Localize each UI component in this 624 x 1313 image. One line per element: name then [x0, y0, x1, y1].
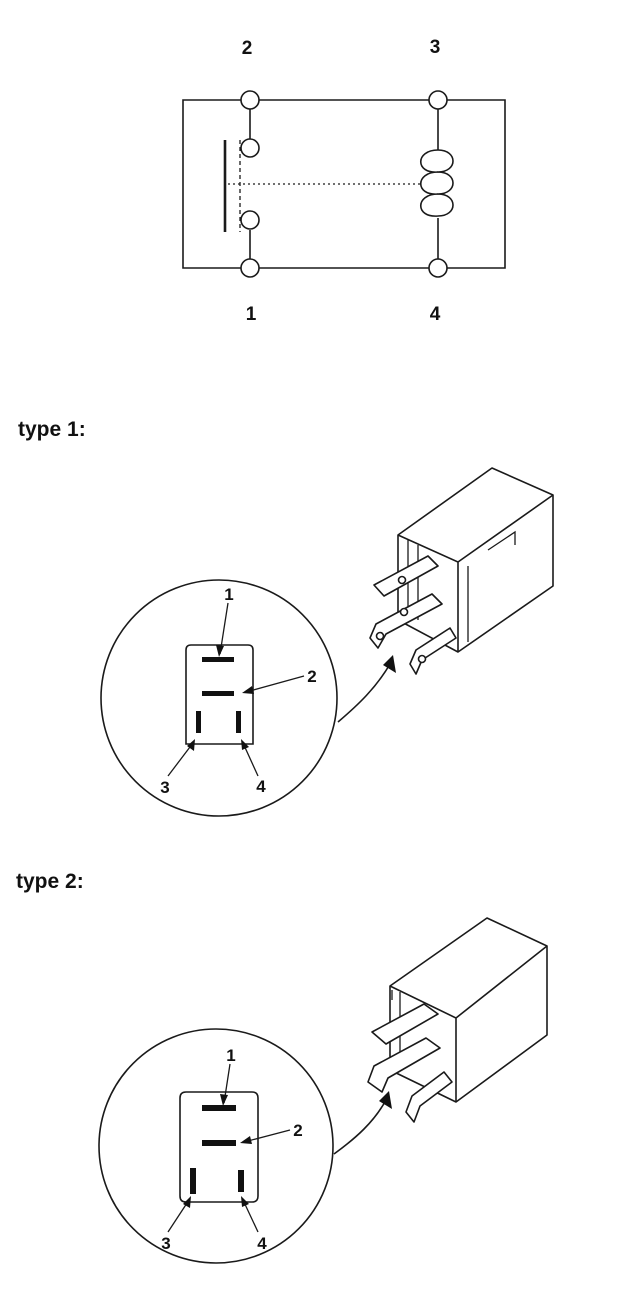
type1-pointer-arrow [337, 663, 391, 723]
switch-contact-bottom [240, 210, 260, 230]
type2-slot-1 [202, 1105, 236, 1111]
type2-magnifier-circle [98, 1028, 334, 1264]
type1-callout-arrow-3 [187, 739, 195, 751]
type2-callout-label-4: 4 [257, 1234, 267, 1253]
type2-callout-arrow-2 [240, 1136, 252, 1144]
type1-callout-arrow-4 [241, 739, 249, 750]
type2-label: type 2: [16, 870, 84, 893]
pin-label-2: 2 [242, 38, 253, 59]
type1-relay-blades [369, 555, 457, 675]
type2-relay-edges [389, 945, 548, 1102]
type1-blade-b-hole-2 [399, 607, 409, 617]
type1-callout-line-3 [167, 742, 194, 777]
pin-label-3: 3 [430, 37, 441, 58]
type2-callout-line-2 [243, 1129, 291, 1143]
type1-callout-line-2 [245, 675, 305, 693]
type2-blade-c [405, 1071, 453, 1123]
terminal-2 [240, 90, 260, 110]
type1-callout-label-4: 4 [256, 777, 266, 796]
type2-callout-arrow-1 [220, 1094, 228, 1106]
type2-slot-2 [202, 1140, 236, 1146]
coil-winding [420, 149, 454, 217]
type1-callout-label-1: 1 [224, 585, 233, 604]
type2-connector-outline [179, 1091, 259, 1203]
type2-pointer-arrow [333, 1099, 387, 1155]
type1-blade-c-hole [417, 654, 427, 664]
type1-pointer-arrowhead [383, 655, 396, 673]
type2-blade-b [367, 1037, 441, 1093]
type1-relay-edges [397, 494, 554, 652]
type1-blade-b [369, 593, 443, 649]
type1-callout-arrow-2 [242, 686, 254, 694]
type1-section: type 1: [18, 418, 554, 817]
type2-section: type 2: 1 [16, 870, 548, 1264]
type1-blade-c [409, 627, 457, 675]
type1-callout-line-1 [219, 602, 229, 655]
type1-slot-2 [202, 691, 234, 696]
pin-label-1: 1 [246, 304, 257, 325]
type2-callout-label-3: 3 [161, 1234, 170, 1253]
switch-contact-top [240, 138, 260, 158]
type1-slot-3 [196, 711, 201, 733]
type1-callout-arrow-1 [216, 645, 224, 657]
type2-relay-blades [367, 1003, 453, 1123]
type1-label: type 1: [18, 418, 86, 441]
type1-slot-1 [202, 657, 234, 662]
type2-callout-label-1: 1 [226, 1046, 235, 1065]
type1-connector-outline [185, 644, 254, 745]
type2-slot-3 [190, 1168, 196, 1194]
terminal-4 [428, 258, 448, 278]
type1-callout-label-2: 2 [307, 667, 316, 686]
type2-slot-4 [238, 1170, 244, 1192]
type1-relay-latch [487, 530, 516, 551]
type2-blade-a [371, 1003, 439, 1045]
terminal-3 [428, 90, 448, 110]
type1-magnifier-circle [100, 579, 338, 817]
type2-relay-body [389, 917, 548, 1103]
type1-blade-a [373, 555, 439, 597]
type1-blade-b-hole [375, 631, 385, 641]
type1-blade-a-hole [397, 575, 407, 585]
type2-callout-label-2: 2 [293, 1121, 302, 1140]
type2-callout-arrow-3 [183, 1196, 191, 1208]
schematic-frame [182, 99, 506, 269]
type2-callout-arrow-4 [241, 1196, 249, 1207]
terminal-1 [240, 258, 260, 278]
relay-schematic: 2 3 1 4 [182, 37, 506, 325]
type1-slot-4 [236, 711, 241, 733]
type1-callout-label-3: 3 [160, 778, 169, 797]
type2-pointer-arrowhead [379, 1091, 392, 1109]
pin-label-4: 4 [430, 304, 441, 325]
